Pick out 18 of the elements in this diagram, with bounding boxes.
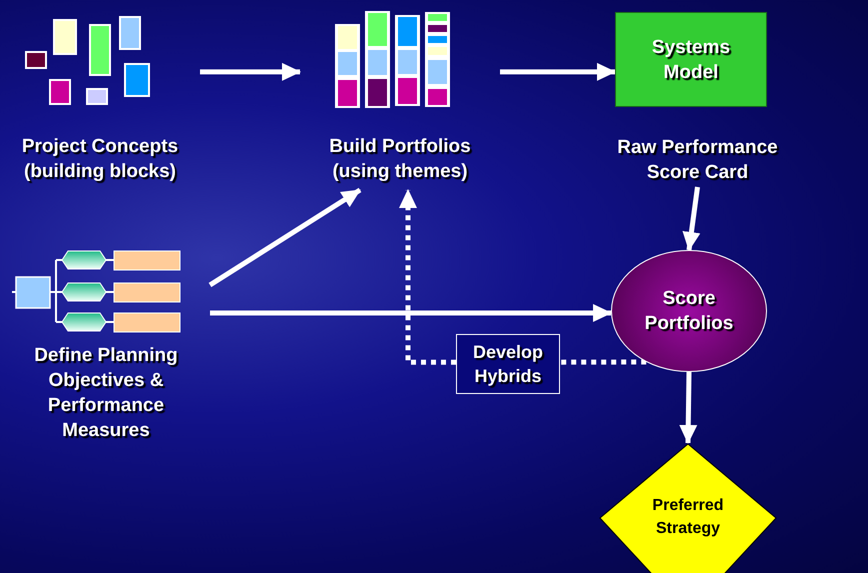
node-label: Define Planning Objectives & Performance Measures bbox=[33, 344, 179, 443]
node-label: Preferred Strategy bbox=[651, 496, 725, 539]
process-box bbox=[615, 12, 767, 107]
process-box bbox=[456, 334, 560, 394]
node-label: Score Portfolios bbox=[644, 287, 734, 336]
arrow bbox=[500, 62, 616, 81]
node-label: Build Portfolios (using themes) bbox=[328, 135, 472, 184]
arrow bbox=[682, 186, 700, 251]
arrow bbox=[200, 62, 301, 81]
arrow bbox=[208, 188, 362, 288]
node-label: Develop Hybrids bbox=[472, 341, 544, 388]
node-label: Project Concepts (building blocks) bbox=[20, 135, 180, 184]
node-label: Raw Performance Score Card bbox=[616, 136, 779, 185]
arrow bbox=[210, 304, 612, 322]
dotted-connector bbox=[560, 360, 646, 365]
dotted-connector bbox=[399, 189, 456, 365]
node-label: Systems Model bbox=[650, 36, 732, 84]
arrow bbox=[679, 372, 698, 444]
